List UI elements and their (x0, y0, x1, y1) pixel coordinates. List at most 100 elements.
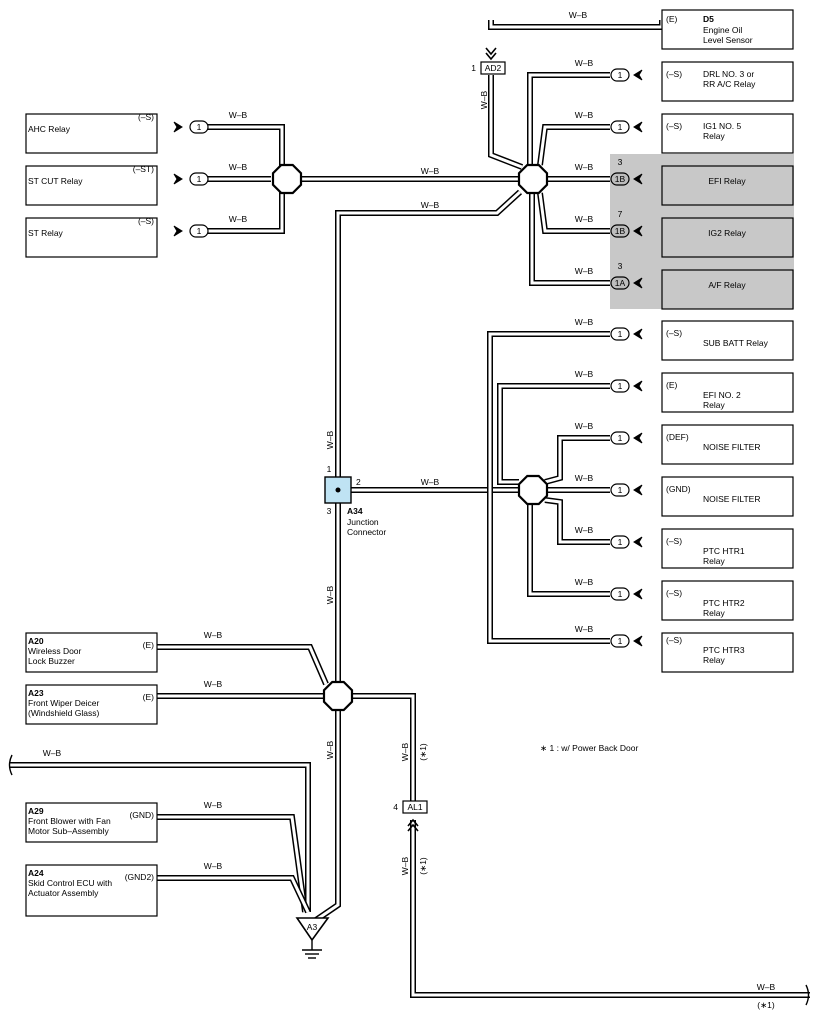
component-name: RR A/C Relay (703, 79, 756, 89)
component-box-left-1 (25, 165, 158, 206)
component-name: EFI Relay (708, 176, 746, 186)
connector-arrow-icon (633, 635, 643, 647)
component-box-mid-4 (661, 528, 794, 569)
component-name: EFI NO. 2 (703, 390, 741, 400)
pin-label: (DEF) (666, 432, 689, 442)
connector-arrow-icon (633, 277, 643, 289)
connector-code: AD2 (485, 63, 502, 73)
wire-color-label: W–B (575, 421, 594, 431)
wire-color-label: W–B (575, 266, 594, 276)
pin-label: (–S) (666, 328, 682, 338)
connector-code: A34 (347, 506, 363, 516)
wire-noise-def-core (544, 436, 610, 484)
component-name: Actuator Assembly (28, 888, 99, 898)
component-box-mid-1 (661, 372, 794, 413)
wire-color-label-vertical: W–B (400, 742, 410, 761)
wire-a20-core (157, 645, 328, 685)
double-chevron-icon (485, 47, 497, 61)
connector-arrow-icon (633, 121, 643, 133)
connector-arrow-icon (633, 173, 643, 185)
component-box-bottom-2 (25, 802, 158, 843)
component-name: ST CUT Relay (28, 176, 83, 186)
break-mark-icon (805, 984, 810, 1006)
connector-name: Junction (347, 517, 379, 527)
pin-label: (GND2) (125, 872, 154, 882)
wire-color-label: W–B (575, 110, 594, 120)
component-name: Front Blower with Fan (28, 816, 111, 826)
wire-color-label: W–B (575, 525, 594, 535)
splice-junction-lower (322, 680, 354, 712)
component-name: Relay (703, 400, 725, 410)
connector-code: AL1 (407, 802, 422, 812)
wire-color-label: W–B (204, 679, 223, 689)
connector-pin-number: 3 (618, 157, 623, 167)
wire-color-label: W–B (229, 162, 248, 172)
connector-pin-number: 3 (327, 506, 332, 516)
component-name: PTC HTR3 (703, 645, 745, 655)
connector-arrow-icon (633, 69, 643, 81)
connector-pin (610, 327, 630, 341)
wire-color-label: W–B (575, 473, 594, 483)
connector-pin (610, 379, 630, 393)
connector-pin-number: 1 (618, 433, 623, 443)
wire-color-label-vertical: W–B (325, 430, 335, 449)
component-code: A23 (28, 688, 44, 698)
wire-color-label: W–B (757, 982, 776, 992)
wire-color-label: W–B (575, 624, 594, 634)
component-box-d5 (661, 9, 794, 50)
connector-pin-number: 1 (618, 636, 623, 646)
wire-color-label: W–B (575, 577, 594, 587)
connector-pin-number: 1B (615, 174, 626, 184)
wire-ptc1-core (544, 498, 610, 544)
wire-ad2-branch-core (489, 75, 523, 169)
wire-top-splice-to-a34-core (336, 190, 522, 477)
pin-label: (–S) (666, 536, 682, 546)
wire-ig2-relay (537, 192, 610, 234)
pin-label: (E) (143, 640, 155, 650)
connector-pin (610, 634, 630, 648)
connector-pin-number: 1 (327, 464, 332, 474)
junction-dot (335, 487, 341, 493)
component-name: Lock Buzzer (28, 656, 75, 666)
component-box-mid-0 (661, 320, 794, 361)
wire-ig2-relay-core (538, 192, 610, 233)
connector-pin-number: 1A (615, 278, 626, 288)
splice-junction-left (271, 163, 303, 195)
wire-color-label: W–B (575, 162, 594, 172)
connector-pin-number: 1B (615, 226, 626, 236)
component-box-bottom-1 (25, 684, 158, 725)
wire-color-label-vertical: W–B (325, 740, 335, 759)
wire-al1-bottom-core (411, 820, 810, 997)
pin-label: (–S) (666, 635, 682, 645)
wire-color-label-vertical: W–B (400, 856, 410, 875)
component-name: Relay (703, 608, 725, 618)
component-name: (Windshield Glass) (28, 708, 99, 718)
component-name: Skid Control ECU with (28, 878, 112, 888)
wire-af-relay-core (530, 194, 610, 285)
component-name: Front Wiper Deicer (28, 698, 99, 708)
wire-color-label: W–B (229, 214, 248, 224)
wire-to-al1-core (353, 694, 415, 803)
pin-label: (E) (666, 14, 678, 24)
wire-st-relay-core (207, 192, 284, 233)
wire-color-label-vertical: W–B (325, 585, 335, 604)
connector-arrow-icon (633, 380, 643, 392)
wire-color-label: W–B (421, 200, 440, 210)
connector-pin-number: 1 (197, 226, 202, 236)
footnote-mark: (∗1) (757, 1000, 775, 1010)
pin-label: (–ST) (133, 164, 154, 174)
component-name: Relay (703, 131, 725, 141)
pin-label: (–S) (666, 588, 682, 598)
connector-pin (189, 120, 209, 134)
component-name: DRL NO. 3 or (703, 69, 754, 79)
connector-pin-number: 1 (197, 174, 202, 184)
component-box-bottom-0 (25, 632, 158, 673)
connector-arrow-icon (633, 588, 643, 600)
connector-arrow-icon (173, 225, 183, 237)
connector-pin (610, 535, 630, 549)
connector-pin (610, 224, 630, 238)
connector-arrow-icon (173, 173, 183, 185)
wire-a29 (157, 814, 308, 913)
wire-color-label: W–B (204, 800, 223, 810)
wire-color-label: W–B (575, 58, 594, 68)
